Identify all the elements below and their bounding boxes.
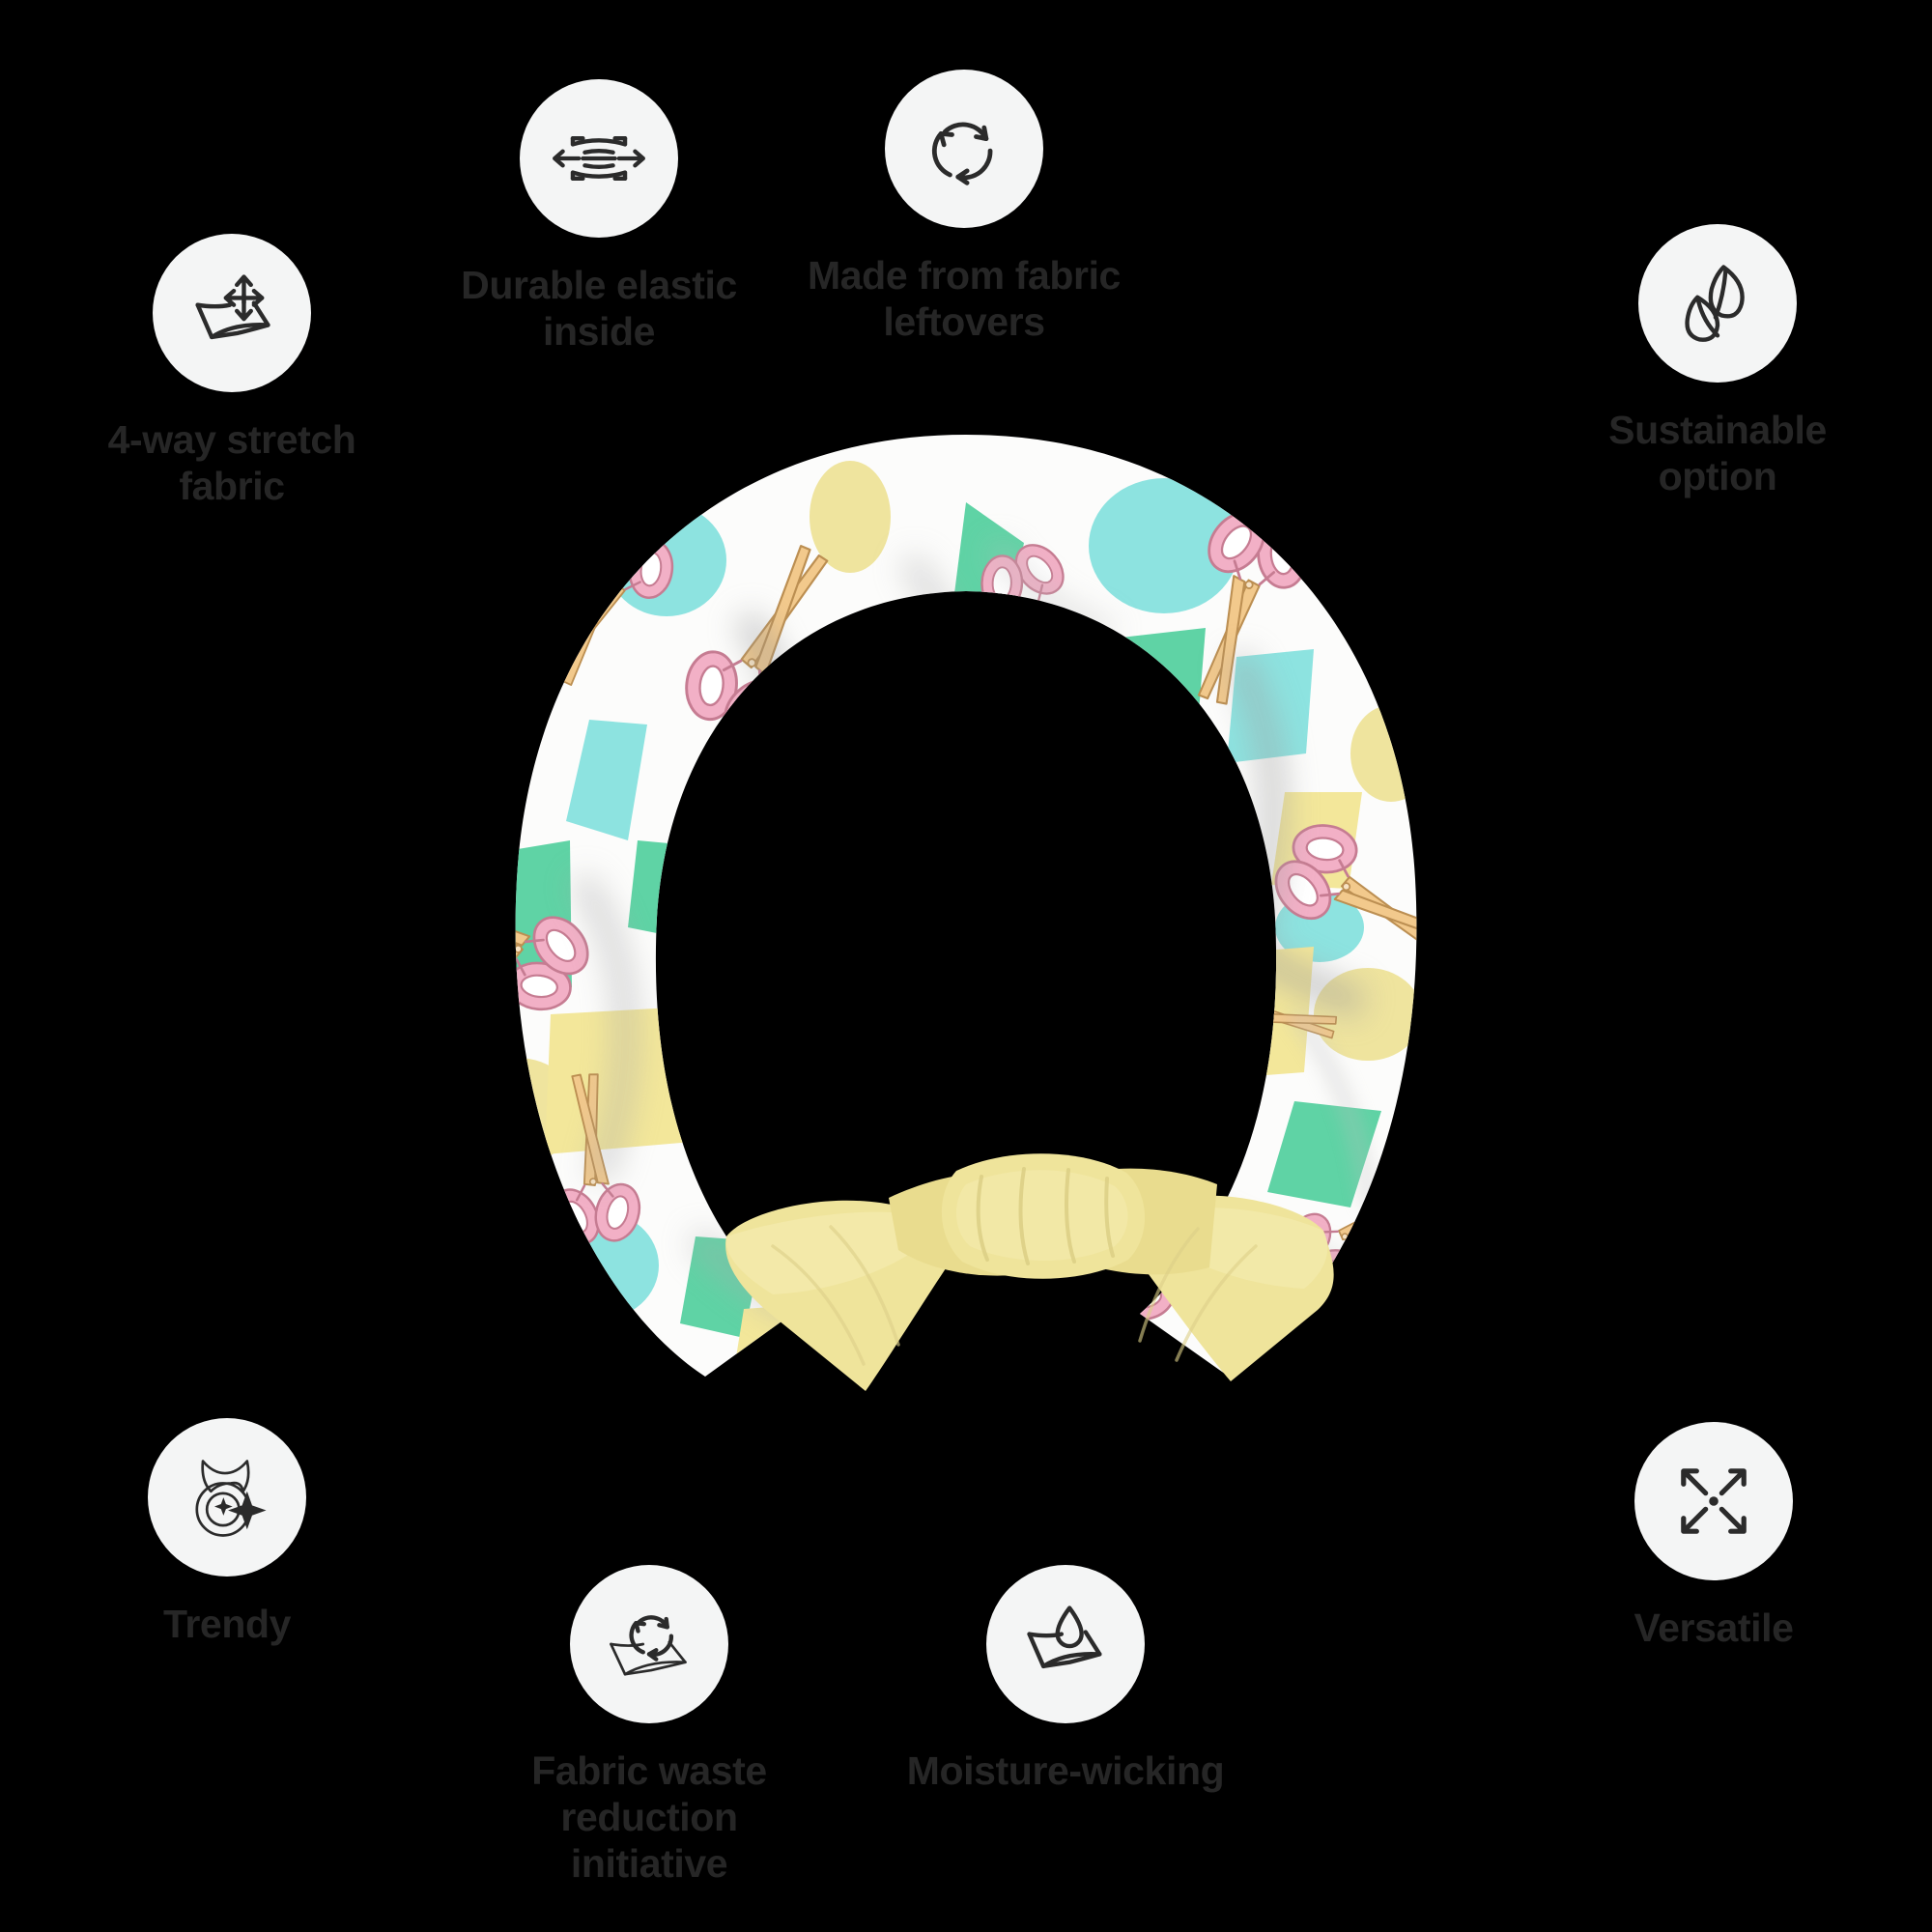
fabric-water-droplet-icon <box>986 1565 1145 1723</box>
feature-sustainable-option: Sustainable option <box>1573 224 1862 500</box>
feature-fabric-waste-reduction: Fabric waste reduction initiative <box>446 1565 852 1888</box>
feature-label: Sustainable option <box>1608 408 1827 498</box>
feature-versatile: Versatile <box>1569 1422 1859 1652</box>
feature-label: Moisture-wicking <box>906 1748 1225 1793</box>
four-way-stretch-fabric-icon <box>153 234 311 392</box>
feature-label: Made from fabric leftovers <box>808 253 1121 344</box>
two-leaves-icon <box>1638 224 1797 383</box>
feature-four-way-stretch: 4-way stretch fabric <box>82 234 382 510</box>
scrunchie-sparkle-icon <box>148 1418 306 1577</box>
elastic-stretch-icon <box>520 79 678 238</box>
product-image-scrunchie <box>290 338 1642 1420</box>
feature-label: 4-way stretch fabric <box>107 417 356 508</box>
feature-label: Trendy <box>162 1602 292 1646</box>
feature-moisture-wicking: Moisture-wicking <box>887 1565 1244 1795</box>
feature-label: Versatile <box>1634 1605 1794 1650</box>
expand-arrows-icon <box>1634 1422 1793 1580</box>
fabric-recycle-icon <box>570 1565 728 1723</box>
feature-fabric-leftovers: Made from fabric leftovers <box>800 70 1128 346</box>
recycle-arrows-icon <box>885 70 1043 228</box>
feature-label: Fabric waste reduction initiative <box>531 1748 767 1886</box>
feature-label: Durable elastic inside <box>461 263 737 354</box>
feature-trendy: Trendy <box>82 1418 372 1648</box>
feature-durable-elastic: Durable elastic inside <box>435 79 763 355</box>
